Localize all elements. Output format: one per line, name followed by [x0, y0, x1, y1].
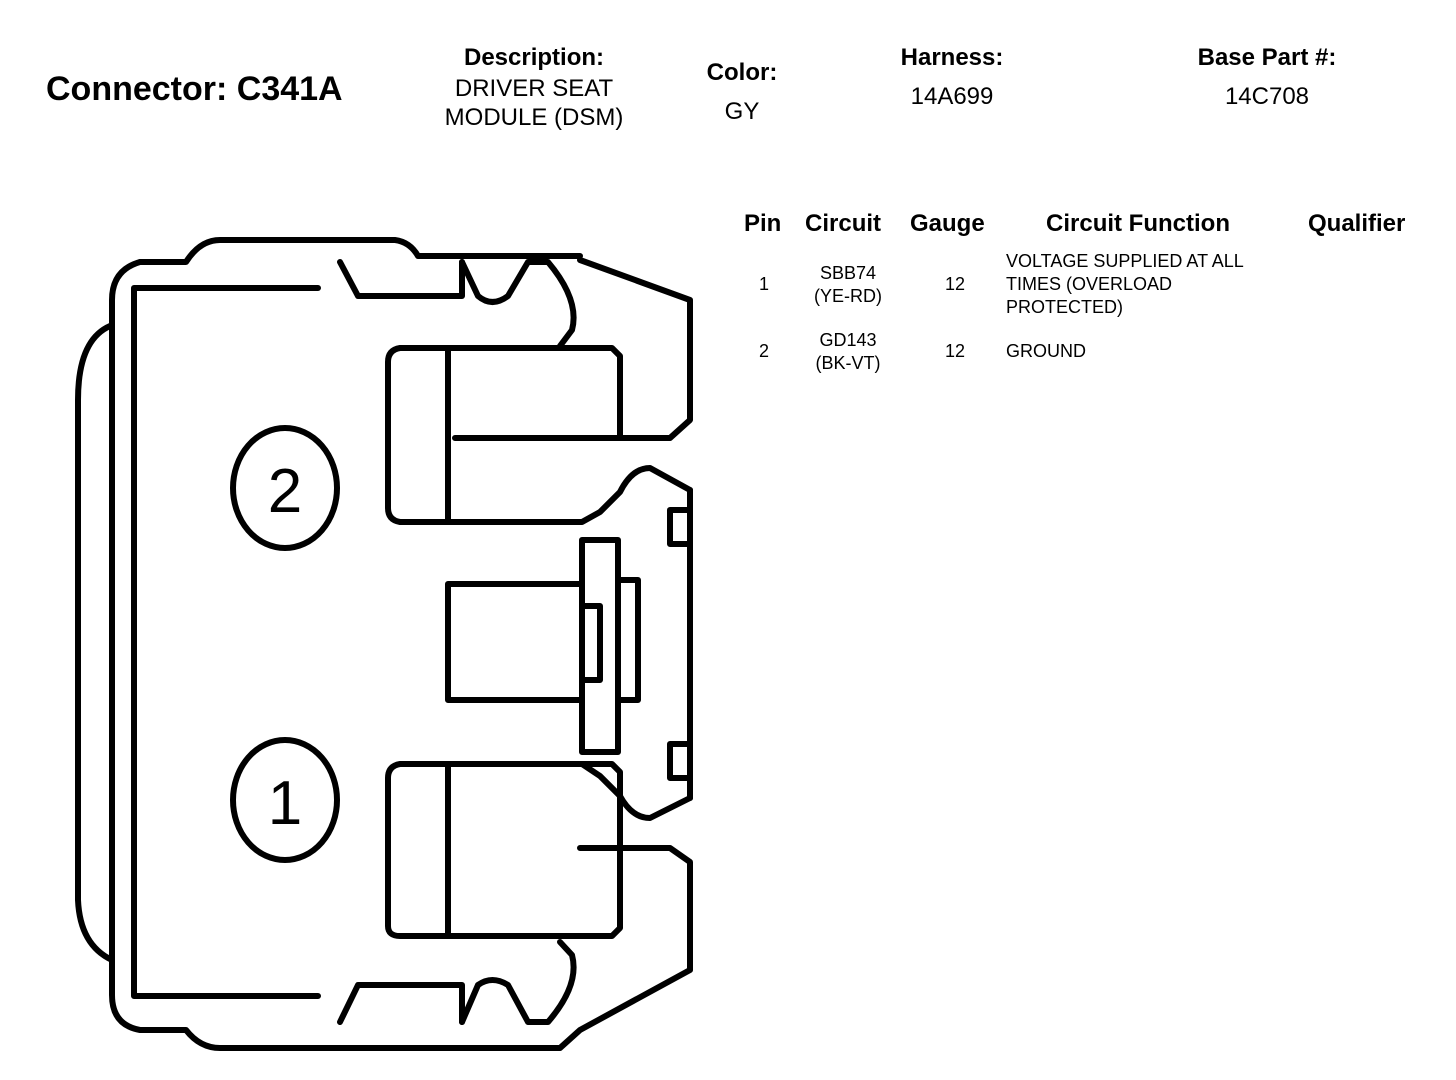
harness-block: Harness: 14A699 — [862, 43, 1042, 112]
connector-left-bulge — [75, 323, 115, 963]
row-pin: 2 — [758, 341, 769, 361]
color-value: GY — [724, 98, 760, 125]
function-line: GROUND — [1006, 341, 1086, 361]
row-circuit: GD143 (BK-VT) — [798, 329, 898, 375]
top-latch-left — [337, 259, 465, 299]
connector-title: Connector: C341A — [46, 70, 343, 108]
header-circuit: Circuit — [805, 210, 882, 237]
base-part-block: Base Part #: 14C708 — [1167, 43, 1367, 112]
top-latch-right — [459, 259, 577, 349]
connector-housing-outline — [109, 257, 693, 1051]
circuit-code: GD143 — [819, 330, 877, 350]
right-slot-upper — [667, 507, 693, 547]
description-block: Description: DRIVER SEAT MODULE (DSM) — [414, 43, 654, 133]
description-line-2: MODULE (DSM) — [444, 104, 624, 131]
color-block: Color: GY — [692, 58, 792, 127]
pin-1-label: 1 — [268, 769, 302, 838]
pin-2-cavity — [385, 345, 623, 525]
pin-2-cavity-lower — [445, 435, 693, 525]
row-gauge: 12 — [944, 341, 966, 361]
pin-2-marker — [230, 425, 340, 551]
header-circuit-function: Circuit Function — [1046, 210, 1230, 237]
center-key-ribs — [579, 577, 641, 703]
header-gauge: Gauge — [910, 210, 985, 237]
row-circuit: SBB74 (YE-RD) — [798, 262, 898, 308]
header-qualifier: Qualifier — [1308, 210, 1406, 237]
base-part-label: Base Part #: — [1197, 44, 1337, 71]
base-part-value: 14C708 — [1224, 83, 1310, 110]
right-slot-lower — [667, 741, 693, 781]
circuit-color: (BK-VT) — [815, 353, 881, 373]
circuit-color: (YE-RD) — [814, 286, 882, 306]
circuit-code: SBB74 — [819, 263, 877, 283]
function-line: VOLTAGE SUPPLIED AT ALL — [1006, 251, 1244, 271]
pin-1-marker — [230, 737, 340, 863]
header-pin: Pin — [744, 210, 782, 237]
connector-inner-wall — [131, 285, 321, 999]
color-label: Color: — [706, 59, 778, 86]
description-line-1: DRIVER SEAT — [454, 75, 614, 102]
bottom-latch-left — [337, 982, 465, 1025]
function-line: TIMES (OVERLOAD — [1006, 274, 1173, 294]
connector-face-diagram: 2 1 — [75, 237, 693, 1051]
harness-label: Harness: — [900, 44, 1004, 71]
harness-value: 14A699 — [910, 83, 994, 110]
row-pin: 1 — [758, 274, 769, 294]
row-function: GROUND — [1006, 340, 1086, 363]
row-function: VOLTAGE SUPPLIED AT ALL TIMES (OVERLOAD … — [1006, 250, 1244, 319]
function-line: PROTECTED) — [1006, 297, 1123, 317]
row-gauge: 12 — [944, 274, 966, 294]
connector-top-tab — [137, 237, 583, 265]
pin-1-cavity-upper — [445, 761, 693, 821]
center-inner-box — [445, 581, 585, 703]
bottom-latch-right — [459, 939, 577, 1025]
description-label: Description: — [463, 44, 604, 71]
pin-2-label: 2 — [268, 457, 302, 526]
